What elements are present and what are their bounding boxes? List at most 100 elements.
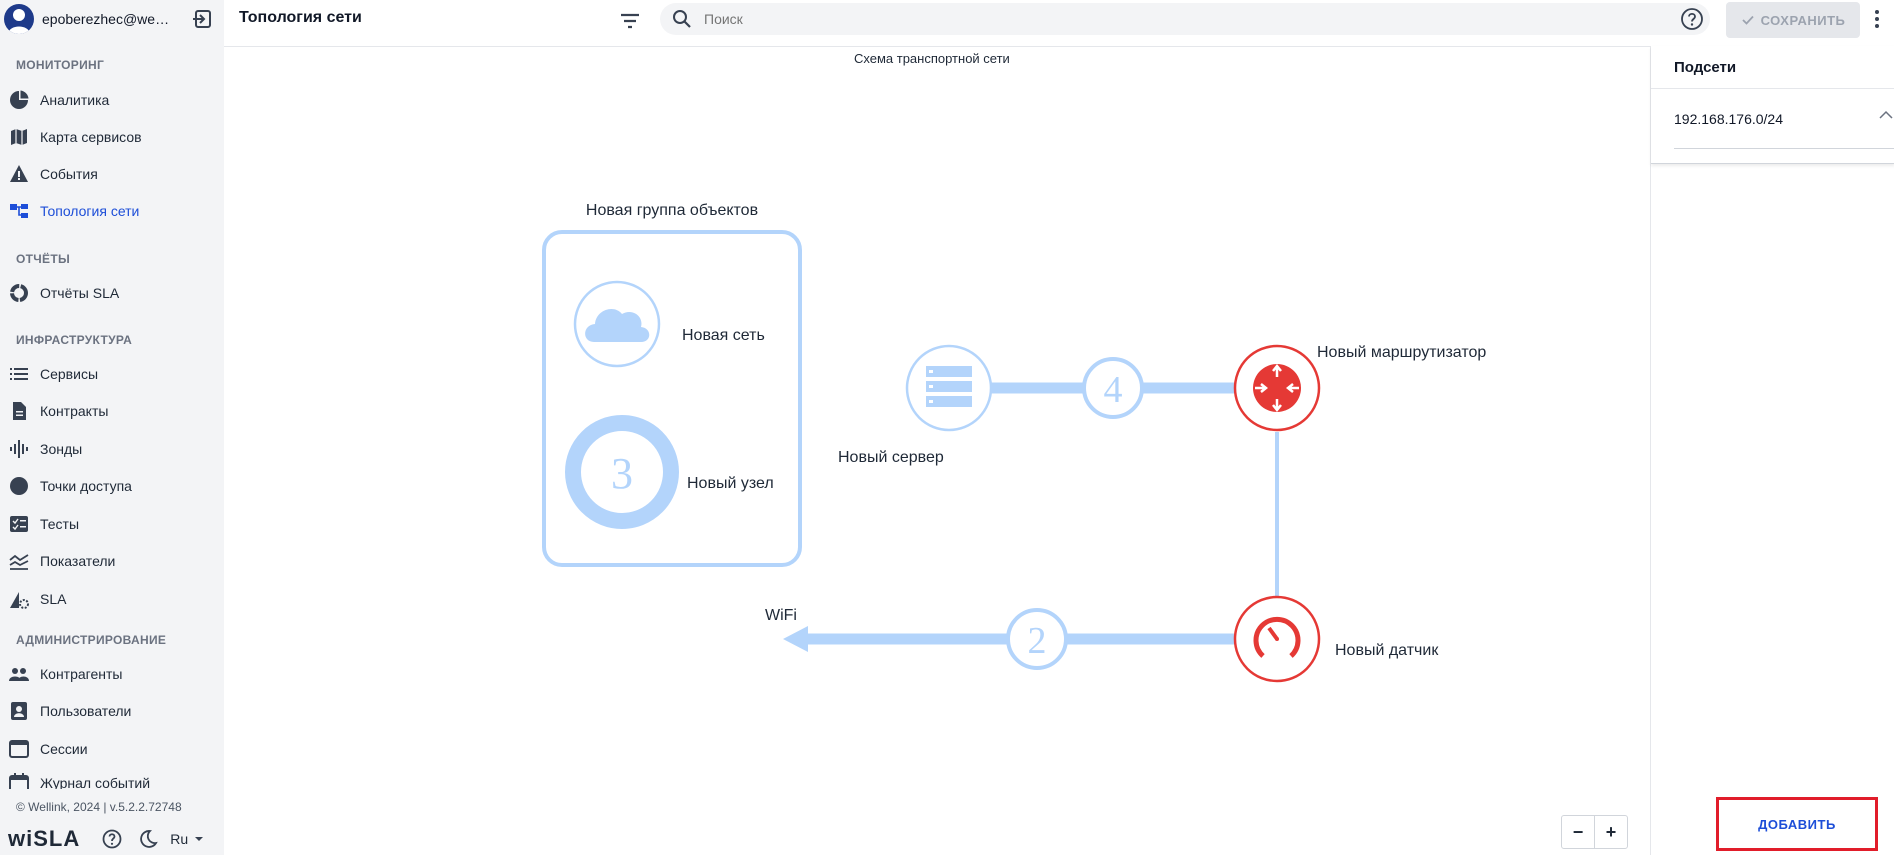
sidebar-item-label: SLA xyxy=(40,591,67,607)
search-icon xyxy=(673,10,691,28)
server-label: Новый сервер xyxy=(838,449,944,466)
subnet-item[interactable]: 192.168.176.0/24 xyxy=(1674,111,1783,127)
sidebar-scroll-clip: Журнал событий xyxy=(0,765,224,789)
sidebar-item-label: Отчёты SLA xyxy=(40,285,120,301)
node-router[interactable] xyxy=(1233,344,1321,432)
topology-diagram: 3 4 xyxy=(542,202,1486,683)
metrics-icon xyxy=(8,550,30,572)
sidebar-item-access-points[interactable]: Точки доступа xyxy=(0,470,224,502)
copyright: © Wellink, 2024 | v.5.2.2.72748 xyxy=(16,800,182,814)
people-icon xyxy=(8,663,30,685)
sidebar-item-tests[interactable]: Тесты xyxy=(0,508,224,540)
router-label: Новый маршрутизатор xyxy=(1317,344,1486,361)
zoom-out-button[interactable]: − xyxy=(1572,821,1584,842)
chevron-up-icon[interactable] xyxy=(1879,110,1893,120)
donut-icon xyxy=(8,282,30,304)
sidebar-item-topology[interactable]: Топология сети xyxy=(0,195,224,227)
topology-canvas[interactable]: Схема транспортной сети 3 xyxy=(224,46,1649,855)
link-badge-top[interactable]: 4 xyxy=(1082,357,1144,419)
sidebar-item-counterparties[interactable]: Контрагенты xyxy=(0,658,224,690)
sidebar-item-analytics[interactable]: Аналитика xyxy=(0,84,224,116)
section-monitoring: МОНИТОРИНГ xyxy=(16,58,105,72)
node-network[interactable] xyxy=(573,280,661,368)
help-icon[interactable] xyxy=(102,829,122,849)
page-title: Топология сети xyxy=(239,9,362,26)
sidebar-item-label: События xyxy=(40,166,98,182)
router-icon xyxy=(1253,364,1301,412)
language-select[interactable]: Ru xyxy=(170,830,189,847)
search-input[interactable] xyxy=(702,10,1606,28)
window-icon xyxy=(8,738,30,760)
divider xyxy=(1674,148,1894,149)
map-icon xyxy=(8,126,30,148)
subnets-card: Подсети 192.168.176.0/24 xyxy=(1651,46,1894,164)
help-icon[interactable] xyxy=(1680,7,1704,31)
object-group[interactable] xyxy=(542,230,802,567)
wifi-label: WiFi xyxy=(765,607,797,624)
avatar[interactable] xyxy=(4,4,34,34)
list-icon xyxy=(8,363,30,385)
node-count-badge: 3 xyxy=(611,449,633,498)
sidebar-item-label: Контракты xyxy=(40,403,109,419)
save-button[interactable]: СОХРАНИТЬ xyxy=(1726,2,1860,38)
link-badge-bottom[interactable]: 2 xyxy=(1006,608,1068,670)
sidebar-item-service-map[interactable]: Карта сервисов xyxy=(0,121,224,153)
node-node[interactable]: 3 xyxy=(565,415,679,529)
zoom-controls: − + xyxy=(1561,815,1628,849)
top-bar: Топология сети СОХРАНИТЬ xyxy=(224,0,1894,47)
subnets-title: Подсети xyxy=(1674,59,1737,76)
sidebar-item-label: Журнал событий xyxy=(40,775,151,789)
chevron-down-icon[interactable] xyxy=(194,834,204,844)
sensor-label: Новый датчик xyxy=(1335,642,1439,659)
user-badge-icon xyxy=(8,700,30,722)
user-bar[interactable]: epoberezhec@wellink.ru xyxy=(0,0,224,38)
username: epoberezhec@wellink.ru xyxy=(42,11,170,27)
check-icon xyxy=(1741,15,1754,25)
node-server[interactable] xyxy=(905,344,993,432)
sidebar-item-event-log[interactable]: Журнал событий xyxy=(0,767,224,789)
sidebar-item-sessions[interactable]: Сессии xyxy=(0,733,224,765)
sidebar-item-contracts[interactable]: Контракты xyxy=(0,395,224,427)
section-reports: ОТЧЁТЫ xyxy=(16,252,71,266)
dark-mode-icon[interactable] xyxy=(138,829,159,849)
wifi-arrow-head xyxy=(783,626,808,652)
calendar-icon xyxy=(8,772,30,789)
sidebar-item-label: Топология сети xyxy=(40,203,140,219)
more-menu-icon[interactable] xyxy=(1874,8,1880,30)
node-sensor[interactable] xyxy=(1233,595,1321,683)
sidebar-item-label: Карта сервисов xyxy=(40,129,142,145)
pie-chart-icon xyxy=(8,89,30,111)
gauge-icon xyxy=(1253,616,1301,658)
save-button-label: СОХРАНИТЬ xyxy=(1760,12,1846,28)
sidebar-item-services[interactable]: Сервисы xyxy=(0,358,224,390)
checklist-icon xyxy=(8,513,30,535)
logo: wiSLA xyxy=(8,825,81,851)
warning-icon xyxy=(8,163,30,185)
sidebar-item-label: Аналитика xyxy=(40,92,110,108)
sidebar-item-users[interactable]: Пользователи xyxy=(0,695,224,727)
cloud-icon xyxy=(585,309,650,342)
sidebar-item-label: Пользователи xyxy=(40,703,132,719)
circle-icon xyxy=(8,475,30,497)
zoom-in-button[interactable]: + xyxy=(1594,816,1627,848)
sidebar-item-label: Контрагенты xyxy=(40,666,123,682)
section-infrastructure: ИНФРАСТРУКТУРА xyxy=(16,333,133,347)
sidebar: epoberezhec@wellink.ru МОНИТОРИНГ Аналит… xyxy=(0,0,224,855)
sidebar-footer: wiSLA Ru xyxy=(0,822,224,855)
sidebar-item-metrics[interactable]: Показатели xyxy=(0,545,224,577)
topology-icon xyxy=(8,200,30,222)
sidebar-item-sla-reports[interactable]: Отчёты SLA xyxy=(0,277,224,309)
sidebar-item-label: Сервисы xyxy=(40,366,99,382)
group-label: Новая группа объектов xyxy=(586,202,758,219)
sidebar-item-probes[interactable]: Зонды xyxy=(0,433,224,465)
section-administration: АДМИНИСТРИРОВАНИЕ xyxy=(16,633,167,647)
search-bar[interactable] xyxy=(660,3,1710,35)
logout-icon[interactable] xyxy=(192,9,212,29)
sidebar-item-label: Тесты xyxy=(40,516,80,532)
add-button[interactable]: ДОБАВИТЬ xyxy=(1716,797,1878,851)
scheme-title: Схема транспортной сети xyxy=(854,51,1010,66)
sidebar-item-sla[interactable]: SLA xyxy=(0,583,224,615)
divider xyxy=(1651,88,1894,89)
filter-icon[interactable] xyxy=(618,9,642,33)
sidebar-item-events[interactable]: События xyxy=(0,158,224,190)
